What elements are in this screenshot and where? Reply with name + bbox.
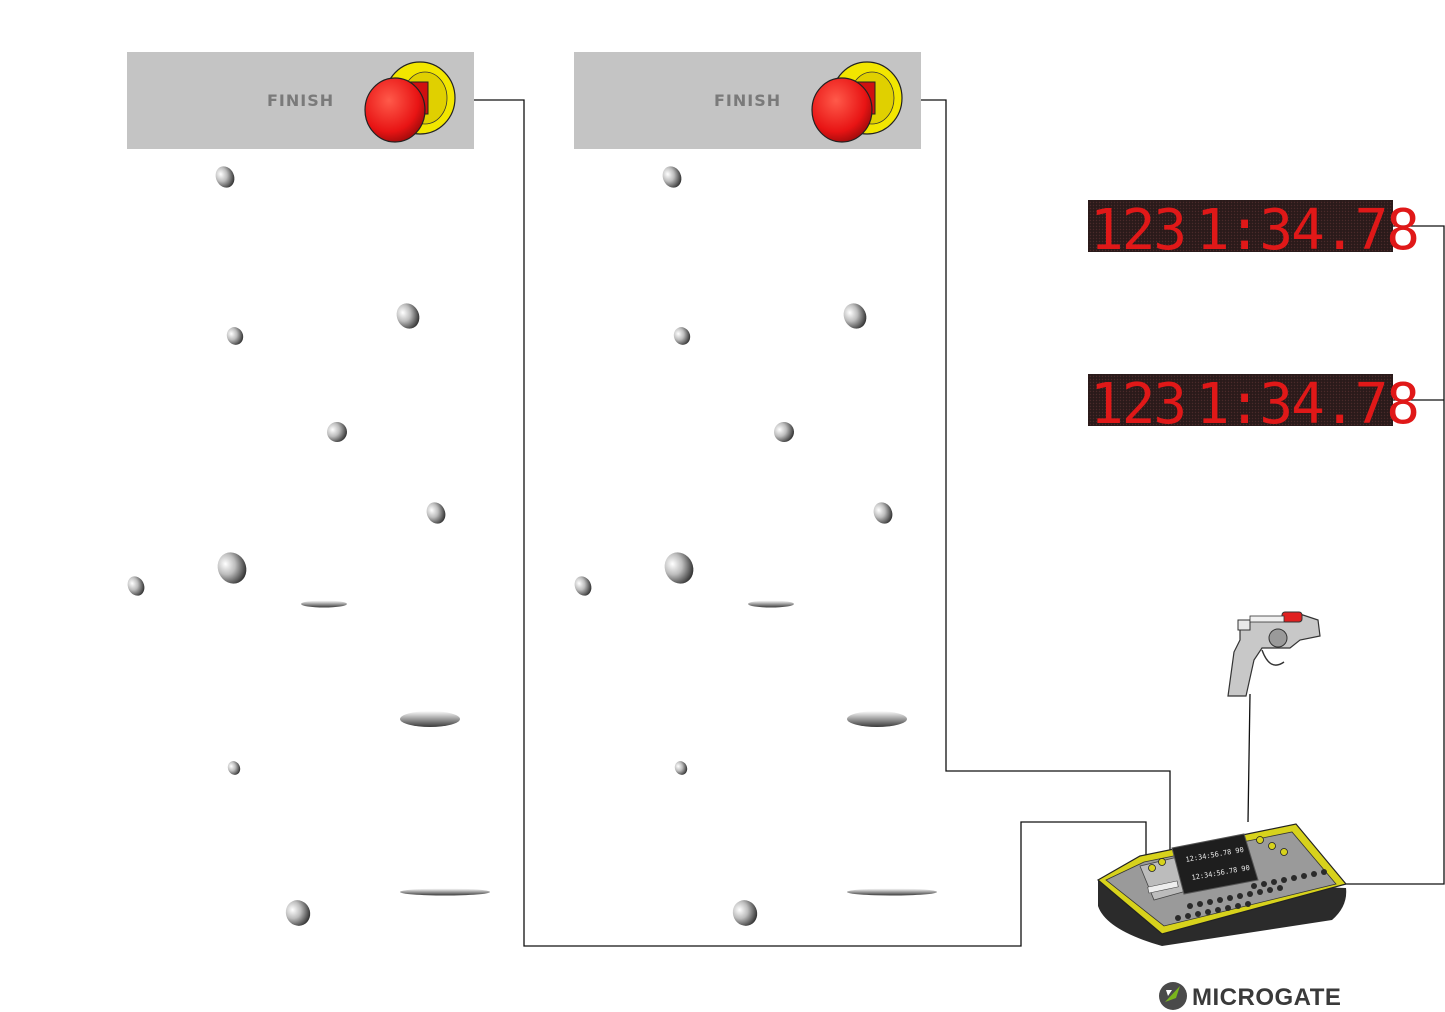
timer-screen: 12:34:56.78 90 12:34:56.78 90 [1171,833,1259,895]
brand-name: MICROGATE [1192,984,1341,1011]
scoreboard-2-time: 1:34.78 [1196,372,1418,437]
wire-gun-to-timer [1247,693,1251,823]
scoreboard-2: 123 1:34.78 [1088,372,1420,437]
scoreboard-1-time: 1:34.78 [1196,198,1418,263]
timer-keypad [1148,836,1327,921]
scoreboard-2-bib: 123 [1090,372,1185,437]
finish-label-2: FINISH [714,91,781,110]
wire-finish-1-to-timer [456,99,1147,947]
finish-button-1 [364,61,456,143]
microgate-logo: MICROGATE [1159,982,1341,1011]
climbing-wall-2: FINISH [574,52,937,926]
finish-label-1: FINISH [267,91,334,110]
wiring [456,99,1445,947]
wire-timer-to-scoreboards [1343,225,1445,885]
starter-pistol-icon [1227,611,1321,697]
scoreboard-1: 123 1:34.78 [1088,198,1420,263]
climbing-wall-1: FINISH [127,52,490,926]
finish-button-2 [811,61,903,143]
timer-device: 12:34:56.78 90 12:34:56.78 90 [1096,823,1348,946]
climbing-holds-1 [127,166,490,926]
wire-finish-2-to-timer [903,99,1171,858]
climbing-holds-2 [574,166,937,926]
scoreboard-1-bib: 123 [1090,198,1185,263]
